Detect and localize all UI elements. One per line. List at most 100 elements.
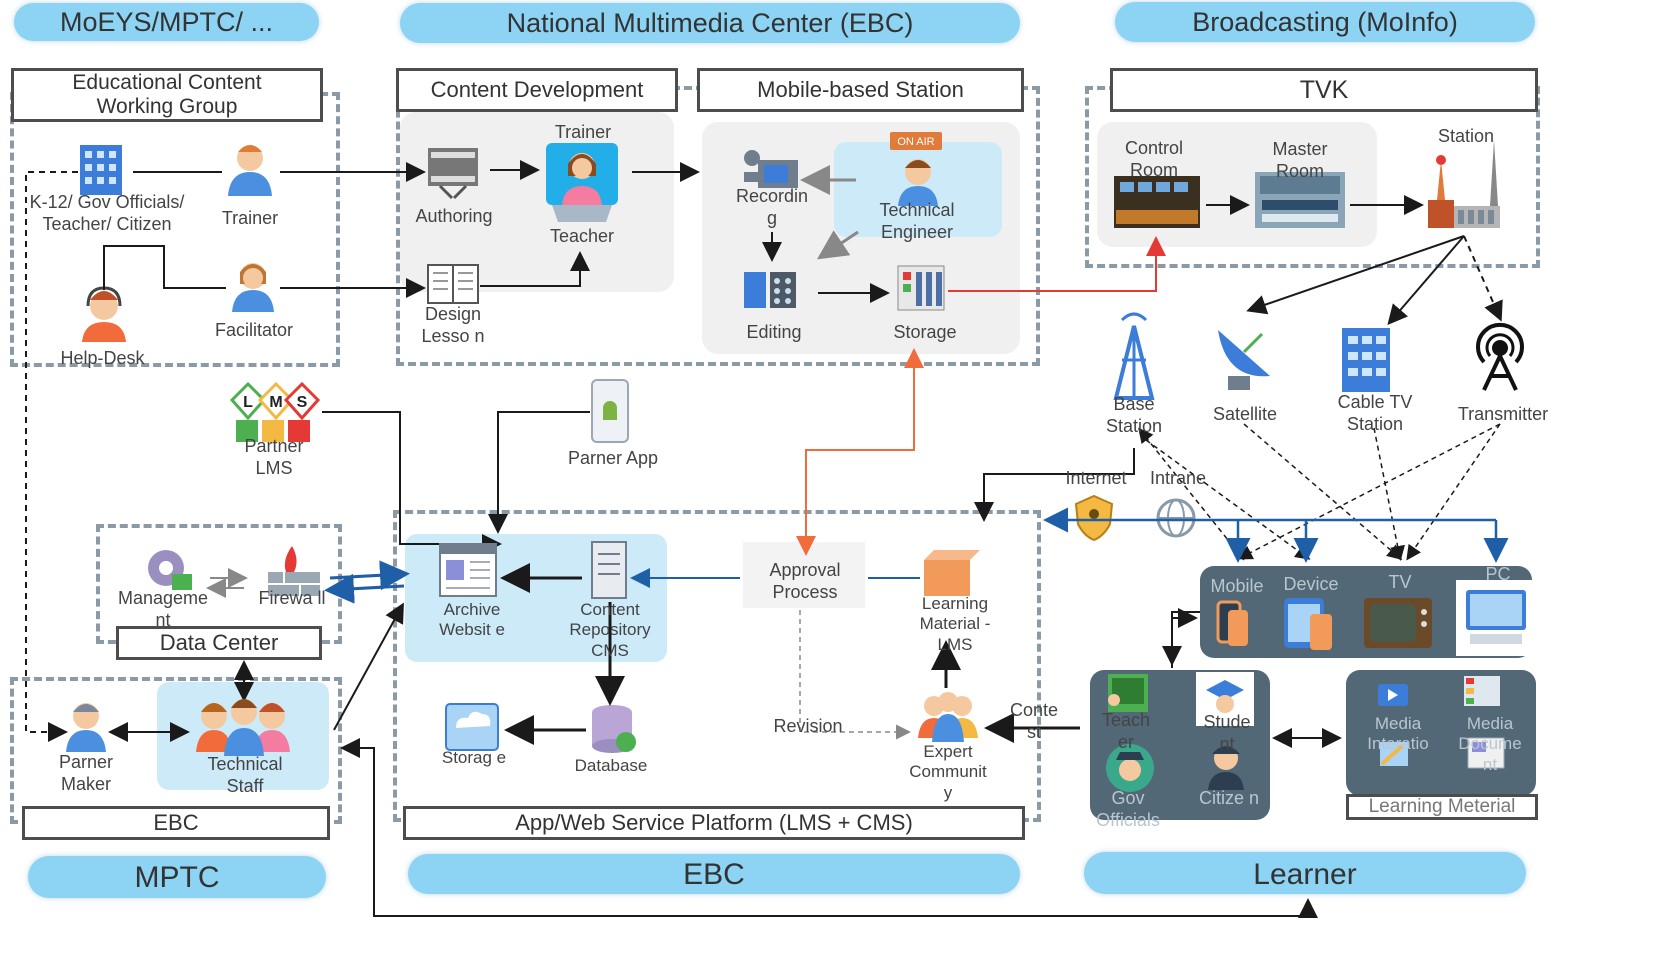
base-station-label: Base Station (1105, 394, 1163, 436)
facilitator-person-icon (232, 263, 274, 312)
parner-maker-label: Parner Maker (58, 752, 114, 794)
master-room-label: Master Room (1272, 139, 1328, 181)
platform-to-firewall-arrow (324, 573, 405, 604)
editing-label: Editing (746, 322, 802, 342)
trainer2-label: Trainer (554, 122, 612, 142)
svg-text:M: M (269, 394, 282, 411)
satellite-to-tv-dashed (1243, 423, 1403, 560)
transmitter-to-mobile-dashed (1237, 423, 1501, 560)
teacher-board-icon (1108, 674, 1148, 712)
teacher-label: Teacher (549, 226, 615, 246)
trainer-person-icon (228, 145, 272, 196)
storage2-label: Storag e (441, 748, 507, 767)
expert-community-icon (918, 692, 978, 742)
content-repository-label: Content Repository CMS (569, 600, 651, 660)
transmitter-icon (1476, 322, 1524, 391)
svg-text:L: L (243, 394, 253, 411)
tablet-device-icon (1284, 598, 1332, 650)
transmitter-to-tv-dashed (1406, 423, 1501, 561)
pc-label: PC (1485, 564, 1511, 584)
cloud-storage-icon (445, 703, 499, 751)
media-interaction-icon (1378, 684, 1408, 766)
mobile-to-base-dashed (1138, 427, 1245, 561)
svg-text:S: S (297, 394, 308, 411)
internet-shield-icon (1074, 494, 1114, 542)
tvk-box: TVK (1110, 68, 1538, 112)
database-icon (592, 705, 636, 753)
control-room-label: Control Room (1124, 138, 1184, 180)
engineer-to-editing-arrow (817, 230, 859, 260)
gov-officials-label: Gov Officials (1096, 788, 1160, 830)
learning-material-panel (1346, 670, 1536, 796)
facilitator-label: Facilitator (214, 320, 294, 340)
intranet-globe-icon (1156, 498, 1196, 538)
technical-engineer-label: Technical Engineer (879, 200, 955, 242)
base-to-platform-arrow (974, 448, 1135, 522)
master-room-icon (1255, 172, 1345, 228)
station-to-satellite-arrow (1246, 235, 1465, 315)
storage-to-tvk-red-arrow (948, 236, 1166, 292)
base-station-icon (1113, 312, 1155, 400)
learning-material-box-icon (924, 550, 980, 596)
learning-material-box: Learning Meterial (1346, 794, 1538, 820)
partner-lms-to-archive-arrow (322, 411, 502, 554)
firewall-to-platform-arrow (329, 560, 410, 591)
station-label: Station (1437, 126, 1495, 146)
station-to-cable-arrow (1387, 235, 1465, 326)
mobile-label: Mobile (1210, 576, 1264, 596)
partner-app-to-archive-arrow (488, 411, 590, 534)
data-center-box: Data Center (116, 626, 322, 660)
header-learner: Learner (1084, 852, 1526, 894)
editing-icon (744, 272, 796, 308)
parner-maker-person-icon (66, 703, 106, 752)
internet-label: Internet (1065, 468, 1127, 488)
cable-tv-building-icon (1342, 328, 1390, 392)
on-air-badge: ON AIR (890, 132, 942, 150)
header-mptc: MPTC (28, 856, 326, 898)
k12-label: K-12/ Gov Officials/ Teacher/ Citizen (29, 192, 185, 234)
cable-tv-label: Cable TV Station (1337, 392, 1413, 434)
control-room-icon (1114, 176, 1200, 228)
station-tower-icon (1428, 140, 1500, 228)
content-development-box: Content Development (396, 68, 678, 112)
parner-app-label: Parner App (567, 448, 659, 468)
engineer-person-icon (898, 159, 938, 206)
management-label: Manageme nt (117, 588, 209, 630)
teacher-podium-icon (546, 143, 618, 222)
gov-official-icon (1106, 744, 1154, 792)
people-to-devices-arrow (1171, 608, 1198, 668)
technical-staff-label: Technical Staff (207, 754, 283, 796)
device-label: Device (1283, 574, 1339, 594)
header-moeys: MoEYS/MPTC/ ... (14, 3, 319, 41)
approval-to-storage-orange (796, 350, 915, 556)
intranet-label: Intrane (1149, 468, 1207, 488)
technical-staff-group-icon (196, 699, 290, 756)
partner-lms-label: Partner LMS (244, 436, 304, 478)
citizen-label: Citize n (1198, 788, 1260, 808)
header-broadcasting: Broadcasting (MoInfo) (1115, 2, 1535, 42)
pc-icon (1456, 580, 1532, 656)
ebc-small-box: EBC (22, 806, 330, 840)
header-national-multimedia: National Multimedia Center (EBC) (400, 3, 1020, 43)
archive-website-label: Archive Websit e (439, 600, 505, 640)
satellite-label: Satellite (1212, 404, 1278, 424)
film-icon (428, 148, 478, 200)
satellite-dish-icon (1218, 330, 1270, 390)
k12-to-parner-maker-dashed (25, 171, 78, 742)
design-lesson-label: Design Lesso n (421, 304, 485, 346)
firewall-icon (268, 546, 320, 596)
svg-text:ON AIR: ON AIR (897, 136, 934, 148)
camera-icon (744, 150, 798, 188)
citizen-icon (1208, 746, 1244, 790)
educational-content-box: Educational Content Working Group (11, 68, 323, 122)
helpdesk-to-facilitator-line (103, 245, 226, 290)
tv-icon (1364, 598, 1432, 648)
building-icon (80, 145, 122, 195)
book-icon (427, 264, 479, 304)
helpdesk-person-icon (82, 286, 126, 342)
learning-material-lms-label: Learning Material - LMS (919, 594, 991, 654)
learner-to-ebc-arrow (340, 738, 1308, 917)
design-to-teacher-arrow (480, 251, 590, 287)
archive-website-icon (439, 543, 497, 597)
